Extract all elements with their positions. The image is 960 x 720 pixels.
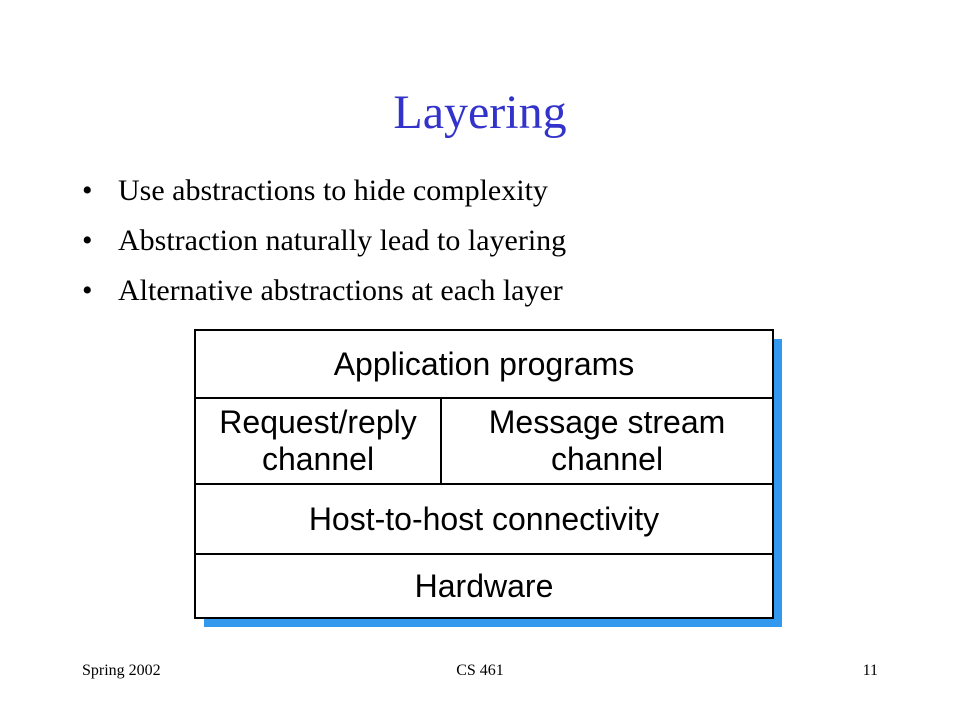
bullet-text: Alternative abstractions at each layer [118, 274, 563, 307]
bullet-item: • Use abstractions to hide complexity [82, 166, 566, 216]
bullet-dot-icon: • [82, 224, 93, 257]
footer-page-number: 11 [862, 662, 878, 679]
bullet-text: Use abstractions to hide complexity [118, 174, 548, 207]
layer-request-reply-channel: Request/reply channel [196, 399, 442, 483]
layer-channels: Request/reply channel Message stream cha… [196, 399, 772, 485]
footer-date: Spring 2002 [82, 662, 161, 679]
bullet-dot-icon: • [82, 274, 93, 307]
layer-message-stream-channel: Message stream channel [488, 404, 726, 477]
layer-host-to-host: Host-to-host connectivity [196, 485, 772, 555]
bullet-item: • Alternative abstractions at each layer [82, 266, 566, 316]
bullet-dot-icon: • [82, 174, 93, 207]
layering-diagram: Application programs Request/reply chann… [194, 329, 784, 629]
layer-stack: Application programs Request/reply chann… [194, 329, 774, 619]
footer-course: CS 461 [456, 662, 504, 679]
layer-hardware: Hardware [414, 567, 554, 604]
slide-title: Layering [393, 86, 567, 139]
bullet-list: • Use abstractions to hide complexity • … [82, 166, 566, 316]
bullet-item: • Abstraction naturally lead to layering [82, 216, 566, 266]
layer-application-programs: Application programs [196, 331, 772, 399]
bullet-text: Abstraction naturally lead to layering [118, 224, 567, 257]
